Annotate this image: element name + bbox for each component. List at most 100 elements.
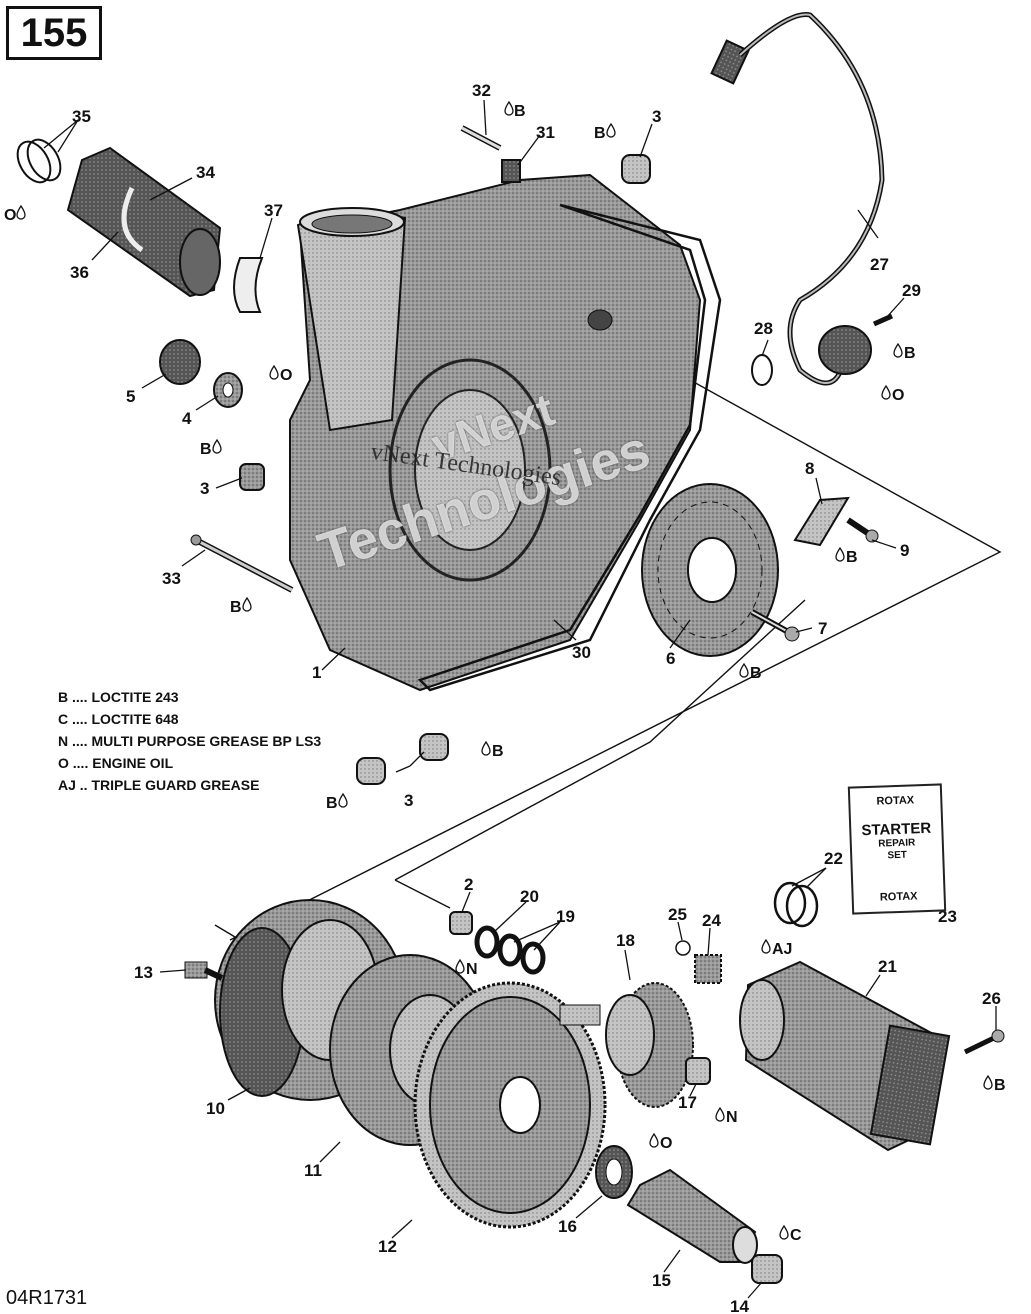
part-13-bolt <box>184 961 224 981</box>
card-brand-bottom: ROTAX <box>879 890 918 904</box>
callout-23: 23 <box>938 907 957 926</box>
part-17-bushing <box>685 1057 711 1085</box>
callout-8: 8 <box>805 459 814 478</box>
marker-b-7: B <box>750 665 762 682</box>
part-15-shaft <box>626 1168 758 1264</box>
part-23-starter-repair-set-card: ROTAX STARTER REPAIR SET ROTAX <box>847 783 947 915</box>
callout-1: 1 <box>312 663 321 682</box>
droplet-icon <box>504 100 514 116</box>
marker-c-14: C <box>790 1227 802 1244</box>
droplet-icon <box>893 342 903 358</box>
part-34-tube <box>66 146 222 298</box>
callout-37: 37 <box>264 201 283 220</box>
part-28-o-ring <box>751 354 773 386</box>
callout-33: 33 <box>162 569 181 588</box>
callout-10: 10 <box>206 1099 225 1118</box>
part-24-pinion <box>694 954 722 984</box>
droplet-icon <box>649 1132 659 1148</box>
droplet-icon <box>481 740 491 756</box>
legend-item: B .... LOCTITE 243 <box>58 689 179 705</box>
callout-27: 27 <box>870 255 889 274</box>
leader-lines <box>43 99 997 1299</box>
part-21-starter-motor <box>739 960 951 1152</box>
card-brand-top: ROTAX <box>876 794 915 808</box>
callout-35: 35 <box>72 107 91 126</box>
droplet-icon <box>455 958 465 974</box>
legend-item: N .... MULTI PURPOSE GREASE BP LS3 <box>58 733 322 749</box>
callout-2: 2 <box>464 875 473 894</box>
marker-b-33: B <box>230 599 242 616</box>
callout-34: 34 <box>196 163 215 182</box>
callout-29: 29 <box>902 281 921 300</box>
marker-b-26: B <box>994 1077 1006 1094</box>
droplet-icon <box>212 438 222 454</box>
legend-item: O .... ENGINE OIL <box>58 755 174 771</box>
callout-24: 24 <box>702 911 721 930</box>
part-33-long-bolt <box>190 534 294 593</box>
marker-o-29: O <box>892 387 904 404</box>
droplet-icon <box>338 792 348 808</box>
callout-16: 16 <box>558 1217 577 1236</box>
figure-id: 04R1731 <box>6 1287 88 1309</box>
droplet-icon <box>881 384 891 400</box>
marker-b-32: B <box>514 103 526 120</box>
callout-28: 28 <box>754 319 773 338</box>
legend-item: C .... LOCTITE 648 <box>58 711 179 727</box>
part-12-ring-gear <box>413 981 607 1229</box>
lubricant-markers: B B O O B B B O B B B B N AJ B N O C <box>4 103 1006 1244</box>
callout-31: 31 <box>536 123 555 142</box>
part-4-washer <box>213 372 243 408</box>
droplet-icon <box>779 1224 789 1240</box>
droplet-icon <box>715 1106 725 1122</box>
droplet-icons <box>16 100 993 1240</box>
marker-b-3-top: B <box>594 125 606 142</box>
callout-4: 4 <box>182 409 192 428</box>
part-35-o-rings <box>16 138 62 184</box>
callout-36: 36 <box>70 263 89 282</box>
droplet-icon <box>606 122 616 138</box>
part-25-ring <box>675 940 691 956</box>
droplet-icon <box>16 204 26 220</box>
droplet-icon <box>242 596 252 612</box>
callout-21: 21 <box>878 957 897 976</box>
callout-14: 14 <box>730 1297 749 1314</box>
marker-o-4: O <box>280 367 292 384</box>
marker-o-16: O <box>660 1135 672 1152</box>
callout-11: 11 <box>304 1161 322 1180</box>
part-20-washer <box>474 925 500 959</box>
marker-aj-21: AJ <box>772 941 792 958</box>
part-37-clamp <box>233 257 264 313</box>
marker-n-17: N <box>726 1109 738 1126</box>
callout-17: 17 <box>678 1093 697 1112</box>
droplet-icon <box>835 546 845 562</box>
part-5-seal <box>159 339 201 385</box>
card-title: STARTER <box>861 819 932 840</box>
part-1-magneto-housing <box>289 173 702 692</box>
part-8-clamp <box>793 496 850 547</box>
callout-3-mid: 3 <box>404 791 413 810</box>
card-line2: SET <box>887 849 908 862</box>
callout-3-top: 3 <box>652 107 661 126</box>
part-3-plug-mid-right <box>419 733 449 761</box>
droplet-icon <box>983 1074 993 1090</box>
part-7-screw <box>750 609 800 642</box>
part-36-ring <box>121 186 144 253</box>
callout-19: 19 <box>556 907 575 926</box>
droplet-icon <box>761 938 771 954</box>
callout-numbers: 35 34 36 37 5 4 3 33 1 32 31 3 27 28 29 … <box>70 81 1001 1314</box>
marker-b-3-mid-left: B <box>326 795 338 812</box>
callout-5: 5 <box>126 387 135 406</box>
marker-b-29: B <box>904 345 916 362</box>
part-6-stator <box>641 483 779 657</box>
part-31-spring <box>501 159 521 183</box>
callout-3-left: 3 <box>200 479 209 498</box>
part-29-sensor <box>818 313 894 375</box>
part-22-o-rings <box>773 881 819 928</box>
marker-b-3-mid-right: B <box>492 743 504 760</box>
page-number-box: 155 <box>6 6 102 60</box>
callout-12: 12 <box>378 1237 397 1256</box>
lubricant-legend: B .... LOCTITE 243 C .... LOCTITE 648 N … <box>58 686 321 796</box>
marker-n-2: N <box>466 961 478 978</box>
callout-13: 13 <box>134 963 153 982</box>
part-30-gasket <box>417 203 722 692</box>
